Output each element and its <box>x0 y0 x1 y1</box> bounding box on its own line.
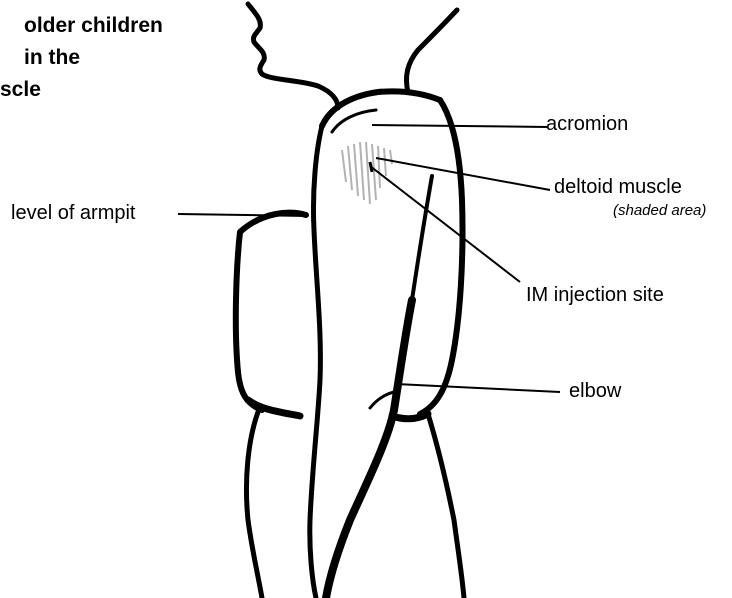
elbow-crease <box>370 392 394 408</box>
label-deltoid-note: (shaded area) <box>613 202 706 219</box>
injection-leader <box>370 166 520 282</box>
label-acromion: acromion <box>546 113 628 136</box>
label-elbow: elbow <box>569 380 621 403</box>
face-profile <box>248 4 338 108</box>
elbow-leader <box>396 384 560 392</box>
forearm-back-edge <box>326 300 412 598</box>
acromion-leader <box>372 125 548 127</box>
title-line-3: scle <box>0 78 41 102</box>
upper-arm-left-edge <box>310 126 322 598</box>
title-line-1: older children <box>24 14 163 38</box>
neck-back <box>406 10 457 92</box>
shoulder-inner-curve <box>332 110 376 132</box>
label-level-of-armpit: level of armpit <box>11 202 136 225</box>
torso-front-lower <box>428 414 464 598</box>
sleeve-bottom-right <box>392 414 428 419</box>
deltoid-shading <box>342 142 392 204</box>
body-outline <box>236 4 464 598</box>
torso-back-outline <box>236 213 306 410</box>
injection-marker <box>370 162 372 172</box>
upper-arm-right-edge <box>420 100 463 414</box>
torso-lower-back <box>246 412 262 598</box>
title-line-2: in the <box>24 46 80 70</box>
label-deltoid-muscle: deltoid muscle <box>554 176 682 199</box>
shoulder-top <box>322 91 440 126</box>
label-im-injection-site: IM injection site <box>526 284 664 307</box>
